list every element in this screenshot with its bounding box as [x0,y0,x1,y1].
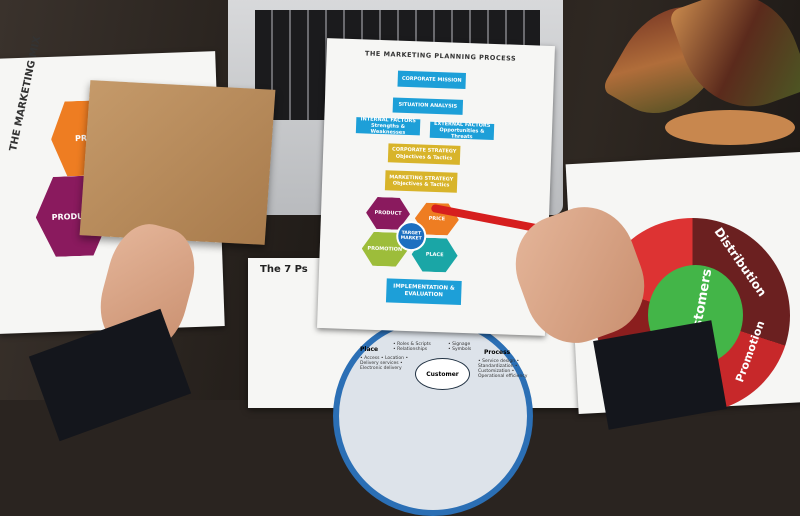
planning-title: THE MARKETING PLANNING PROCESS [364,49,517,63]
mkt-strategy-sub: Objectives & Tactics [392,180,450,189]
plant-leaf [667,0,800,126]
place-bullets: • Access • Location • Delivery services … [360,356,409,371]
box-situation-analysis: SITUATION ANALYSIS [392,97,464,115]
process-bullets: • Service design • Standardization • Cus… [478,359,528,379]
implementation-label: IMPLEMENTATION & EVALUATION [393,283,455,299]
croton-plant [585,0,800,150]
situation-analysis-label: SITUATION ANALYSIS [398,102,458,111]
process-heading: Process [484,349,511,356]
box-corporate-mission: CORPORATE MISSION [397,70,466,89]
cardboard-box [79,80,276,245]
external-sub: Opportunities & Threats [439,126,485,141]
internal-sub: Strengths & Weaknesses [370,122,406,137]
box-implementation: IMPLEMENTATION & EVALUATION [385,278,462,305]
customer-circle: Customer [415,358,470,390]
seven-ps-title: The 7 Ps [260,264,308,275]
people-bullets: • Roles & Scripts • Relationships [393,342,431,352]
corp-strategy-sub: Objectives & Tactics [395,153,453,162]
plant-pot [665,110,795,145]
place-heading: Place [360,346,379,353]
right-sleeve [593,320,727,430]
corporate-mission-label: CORPORATE MISSION [401,75,462,84]
planning-process-sheet: THE MARKETING PLANNING PROCESS CORPORATE… [317,38,555,336]
evidence-bullets: • Signage • Symbols [448,342,472,352]
